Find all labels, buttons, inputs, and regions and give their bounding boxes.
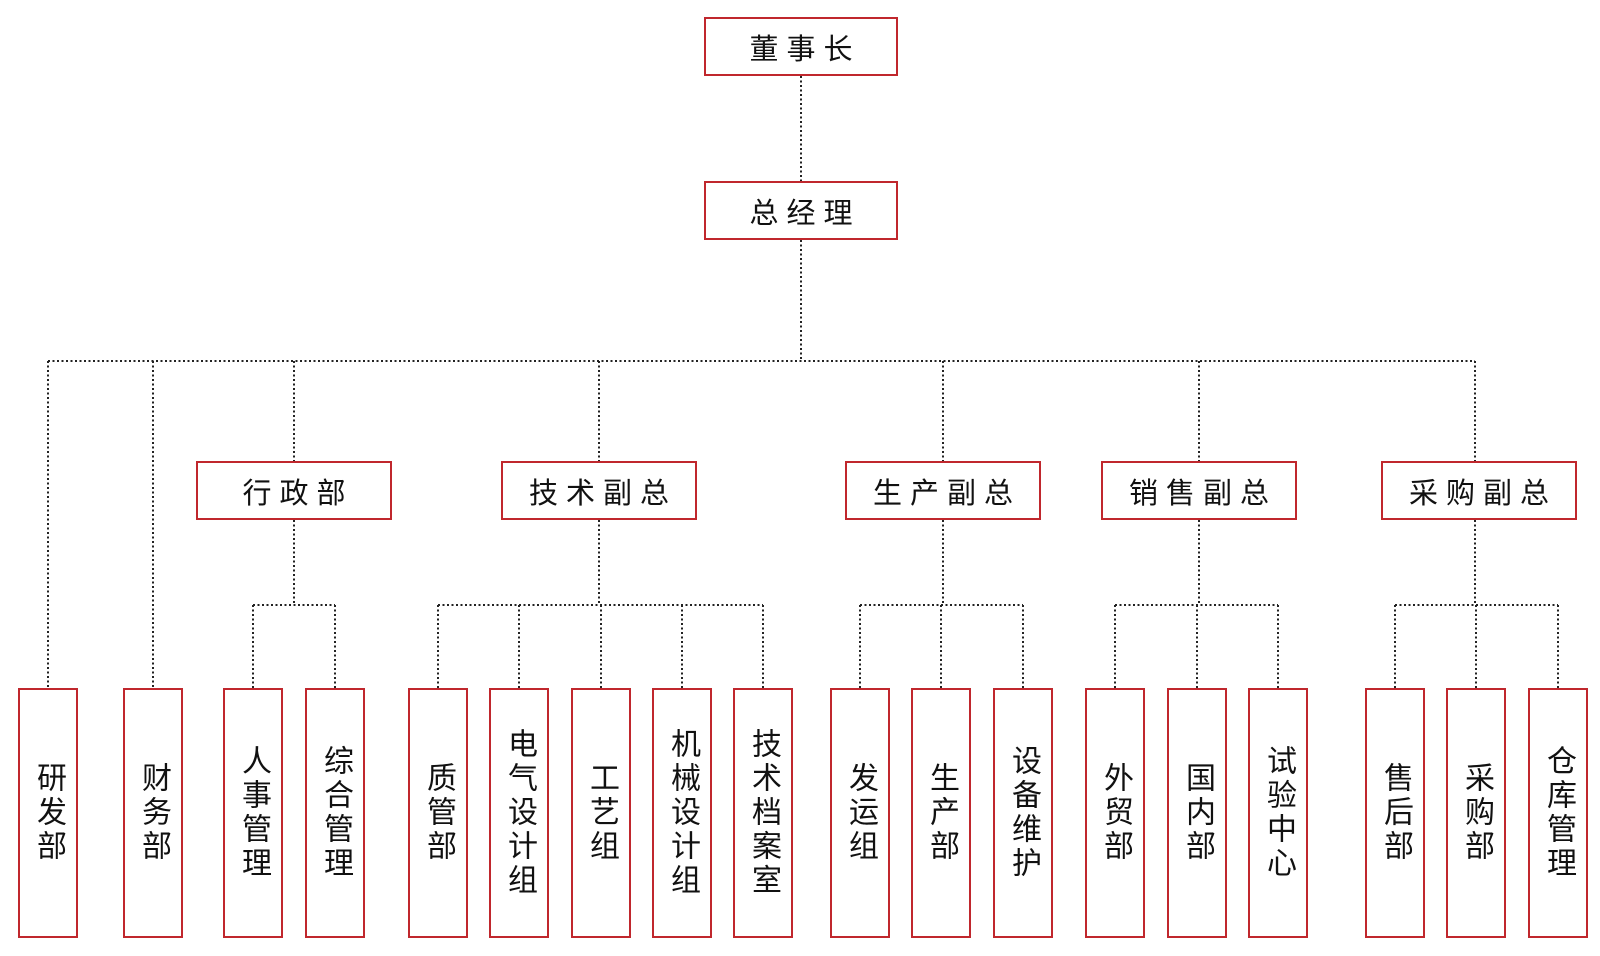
node-label: 技术副总 (528, 475, 677, 510)
node-label: 销售副总 (1128, 475, 1277, 510)
node-label: 工艺组 (584, 762, 619, 864)
node-quality-dept: 质管部 (408, 688, 468, 938)
node-label: 采购部 (1459, 762, 1494, 864)
node-general-management: 综合管理 (305, 688, 365, 938)
node-finance-dept: 财务部 (123, 688, 183, 938)
node-label: 研发部 (31, 762, 66, 864)
node-label: 电气设计组 (502, 728, 537, 898)
node-equipment-maintenance: 设备维护 (993, 688, 1053, 938)
node-label: 质管部 (421, 762, 456, 864)
node-label: 国内部 (1180, 762, 1215, 864)
node-label: 试验中心 (1261, 745, 1296, 881)
node-foreign-trade: 外贸部 (1085, 688, 1145, 938)
node-label: 外贸部 (1098, 762, 1133, 864)
node-label: 仓库管理 (1541, 745, 1576, 881)
node-after-sales: 售后部 (1365, 688, 1425, 938)
node-warehouse-management: 仓库管理 (1528, 688, 1588, 938)
node-general-manager-label: 总经理 (749, 195, 861, 230)
node-process-group: 工艺组 (571, 688, 631, 938)
node-purchasing-vp: 采购副总 (1381, 461, 1577, 520)
node-chairman: 董事长 (704, 17, 898, 76)
node-label: 机械设计组 (665, 728, 700, 898)
node-rnd-dept: 研发部 (18, 688, 78, 938)
node-electrical-design: 电气设计组 (489, 688, 549, 938)
node-general-manager: 总经理 (704, 181, 898, 240)
node-label: 技术档案室 (746, 728, 781, 898)
node-sales-vp: 销售副总 (1101, 461, 1297, 520)
node-label: 财务部 (136, 762, 171, 864)
node-domestic-dept: 国内部 (1167, 688, 1227, 938)
node-purchasing-dept: 采购部 (1446, 688, 1506, 938)
node-tech-archive: 技术档案室 (733, 688, 793, 938)
node-label: 设备维护 (1006, 745, 1041, 881)
node-mechanical-design: 机械设计组 (652, 688, 712, 938)
node-tech-vp: 技术副总 (501, 461, 697, 520)
node-production-dept: 生产部 (911, 688, 971, 938)
node-label: 行政部 (242, 475, 354, 510)
node-label: 人事管理 (236, 745, 271, 881)
node-label: 生产副总 (872, 475, 1021, 510)
node-hr-management: 人事管理 (223, 688, 283, 938)
node-shipping-group: 发运组 (830, 688, 890, 938)
node-label: 售后部 (1378, 762, 1413, 864)
node-admin-dept: 行政部 (196, 461, 392, 520)
node-production-vp: 生产副总 (845, 461, 1041, 520)
node-test-center: 试验中心 (1248, 688, 1308, 938)
node-label: 生产部 (924, 762, 959, 864)
node-chairman-label: 董事长 (749, 31, 861, 66)
node-label: 发运组 (843, 762, 878, 864)
node-label: 采购副总 (1408, 475, 1557, 510)
node-label: 综合管理 (318, 745, 353, 881)
